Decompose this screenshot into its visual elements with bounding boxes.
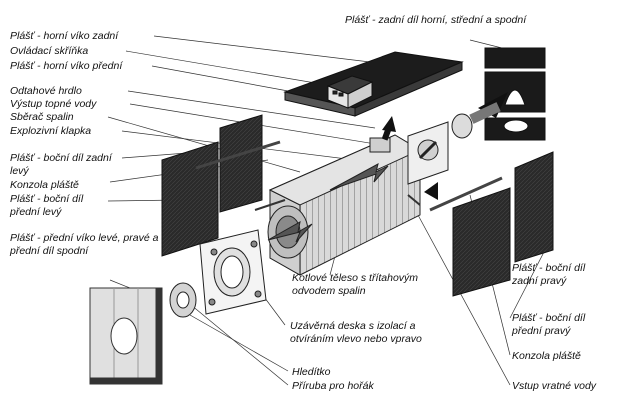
burner-flange-graphic bbox=[169, 282, 197, 318]
right-side-panels bbox=[429, 151, 554, 297]
label-control-box: Ovládací skříňka bbox=[10, 45, 89, 57]
flue-collector-graphic bbox=[407, 113, 473, 185]
label-flue-collector: Sběrač spalin bbox=[10, 111, 74, 123]
boiler-body-graphic bbox=[267, 134, 422, 276]
label-rear-panels: Plášť - zadní díl horní, střední a spodn… bbox=[345, 14, 527, 26]
label-sight-glass: Hledítko bbox=[292, 366, 331, 378]
label-burner-flange: Příruba pro hořák bbox=[292, 380, 374, 392]
label-return-water-inlet: Vstup vratné vody bbox=[512, 380, 597, 392]
label-side-bracket-left: Konzola pláště bbox=[10, 179, 79, 191]
label-top-cover-rear: Plášť - horní víko zadní bbox=[10, 30, 119, 42]
closing-plate-graphic bbox=[199, 229, 267, 315]
label-flue-outlet: Odtahové hrdlo bbox=[10, 85, 82, 97]
top-cover bbox=[283, 51, 464, 117]
rear-panels bbox=[484, 47, 546, 141]
label-top-cover-front: Plášť - horní víko přední bbox=[10, 60, 123, 72]
label-side-bracket-right: Konzola pláště bbox=[512, 350, 581, 362]
label-side-rear-left: Plášť - boční díl zadní levý bbox=[10, 152, 112, 177]
label-boiler-body: Kotlové těleso s třítahovým odvodem spal… bbox=[292, 272, 419, 297]
label-heating-water-outlet: Výstup topné vody bbox=[10, 98, 97, 110]
label-side-front-right: Plášť - boční díl přední pravý bbox=[512, 312, 586, 337]
front-cover-graphic bbox=[89, 287, 163, 385]
label-front-cover: Plášť - přední víko levé, pravé a přední… bbox=[10, 232, 159, 257]
left-side-panels bbox=[161, 114, 281, 257]
mounting-rods bbox=[254, 194, 421, 211]
flow-arrows bbox=[381, 92, 508, 200]
label-closing-plate: Uzávěrná deska s izolací a otvíráním vle… bbox=[290, 320, 422, 345]
control-box-graphic bbox=[326, 75, 374, 109]
label-side-rear-right: Plášť - boční díl zadní pravý bbox=[512, 262, 586, 287]
label-explosion-flap: Explozivní klapka bbox=[10, 125, 92, 137]
label-side-front-left: Plášť - boční díl přední levý bbox=[10, 193, 84, 218]
